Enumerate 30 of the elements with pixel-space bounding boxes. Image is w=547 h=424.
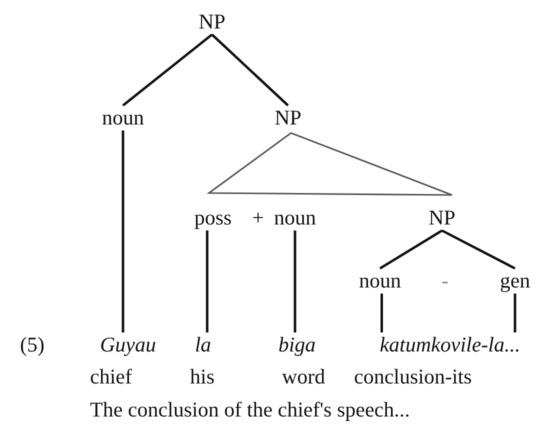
gloss-label: conclusion-its: [354, 365, 472, 389]
plus-sign: +: [252, 206, 264, 230]
tree-branch: [122, 34, 213, 106]
phrase-label: NP: [198, 10, 226, 34]
tree-branch: [380, 294, 383, 332]
category-label: noun: [359, 269, 401, 293]
example-number: (5): [20, 333, 44, 357]
hyphen-sign: -: [442, 269, 448, 293]
tree-branch: [514, 294, 516, 332]
category-label: noun: [102, 106, 144, 130]
tree-branch: [206, 230, 208, 332]
tree-branch: [441, 229, 516, 270]
category-label: noun: [274, 206, 316, 230]
translation-text: The conclusion of the chief's speech...: [90, 398, 410, 422]
word-label: katumkovile-la...: [380, 333, 520, 357]
triangle-symbol: [206, 132, 453, 196]
tree-branch: [294, 230, 296, 332]
phrase-label: NP: [428, 206, 456, 230]
word-label: la: [194, 333, 212, 357]
word-label: Guyau: [100, 333, 156, 357]
tree-branch: [379, 229, 443, 270]
tree-branch: [122, 130, 124, 332]
phrase-label: NP: [274, 106, 302, 130]
gloss-label: chief: [90, 365, 132, 389]
category-label: poss: [194, 206, 232, 230]
gloss-label: word: [282, 365, 326, 389]
gloss-label: his: [190, 365, 215, 389]
category-label: gen: [500, 269, 530, 293]
word-label: biga: [278, 333, 316, 357]
tree-branch: [211, 34, 289, 106]
